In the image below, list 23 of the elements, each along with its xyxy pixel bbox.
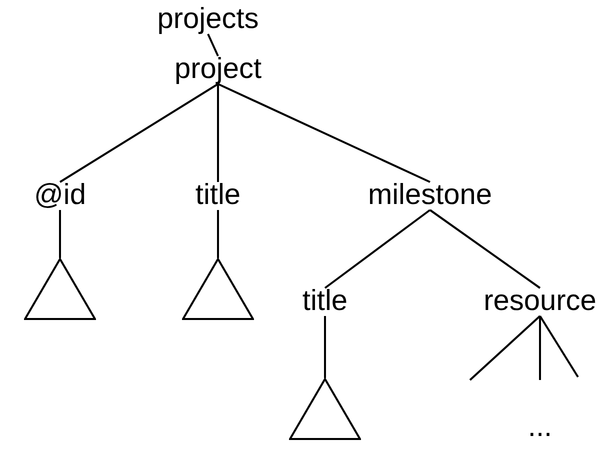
ellipsis-text: ... [528, 410, 552, 444]
connector-line [539, 315, 579, 378]
element-label: projects [157, 2, 259, 36]
connector-line [59, 83, 219, 183]
connector-line [429, 209, 541, 289]
connector-line [539, 316, 541, 380]
element-label: title [302, 284, 348, 318]
subtree-triangle [182, 258, 254, 320]
connector-line [207, 34, 219, 56]
element-label: resource [484, 284, 596, 318]
connector-line [59, 210, 61, 258]
connector-line [217, 84, 219, 182]
connector-line [324, 209, 431, 289]
connector-line [218, 83, 430, 183]
connector-line [217, 210, 219, 258]
element-label: milestone [368, 178, 492, 212]
element-label: @id [34, 178, 86, 212]
element-label: title [195, 178, 241, 212]
subtree-triangle [24, 258, 96, 320]
connector-line [324, 316, 326, 378]
subtree-triangle [289, 378, 361, 440]
element-label: project [174, 52, 262, 86]
connector-line [469, 315, 541, 381]
